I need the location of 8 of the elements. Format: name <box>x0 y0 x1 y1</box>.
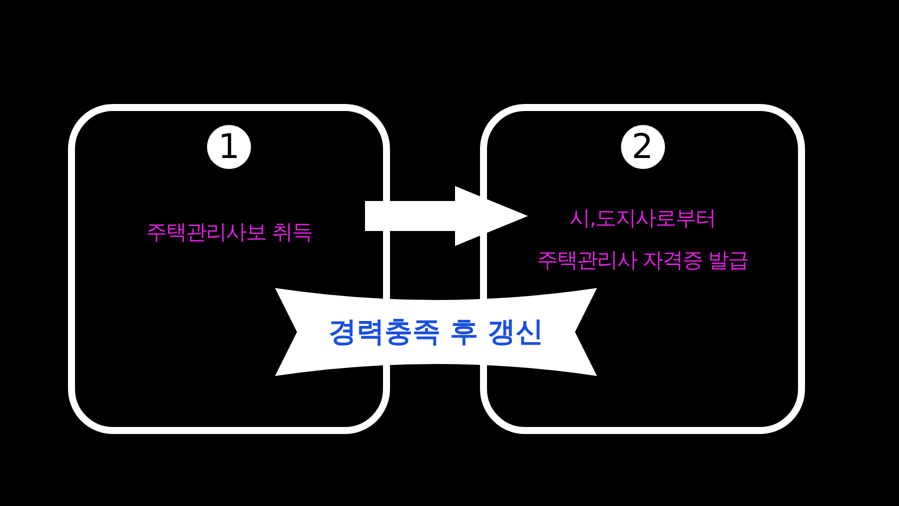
step-number: 1 <box>207 125 251 169</box>
step-text: 시,도지사로부터 주택관리사 자격증 발급 <box>536 205 750 274</box>
step-number: 2 <box>620 125 664 169</box>
step-text: 주택관리사보 취득 <box>145 219 313 246</box>
rounded-box <box>480 104 805 434</box>
banner-text: 경력충족 후 갱신 <box>327 314 545 350</box>
ribbon-banner <box>275 288 597 376</box>
block-arrow <box>365 186 528 246</box>
